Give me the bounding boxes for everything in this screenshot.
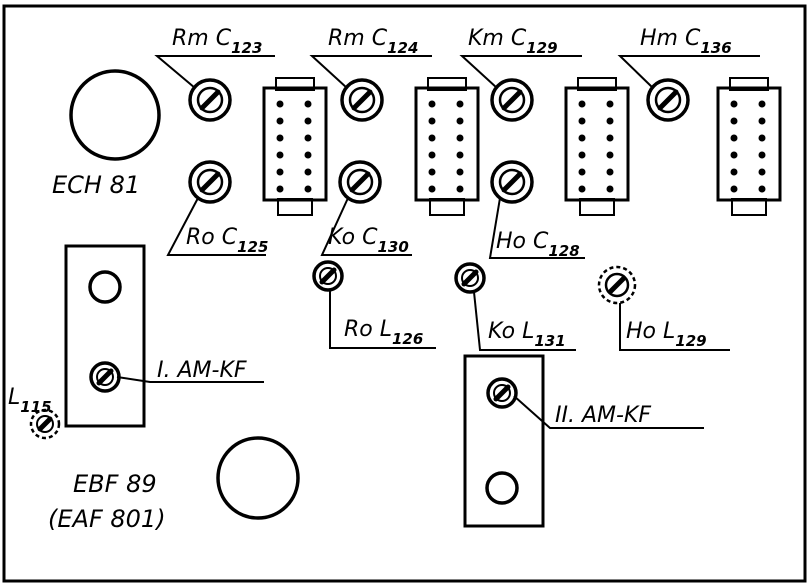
- label-rm-c124: Rm C124: [328, 26, 418, 57]
- label-hm-c136: Hm C136: [640, 26, 732, 57]
- label-ro-l126: Ro L126: [344, 317, 423, 348]
- trimmer-hm-c136: [646, 78, 690, 122]
- coil-connector-2: [414, 77, 480, 216]
- eaf801-label: (EAF 801): [48, 505, 166, 533]
- label-ho-c128: Ho C128: [496, 229, 580, 260]
- trimmer-rm-c123: [188, 78, 232, 122]
- leader-ko-c130: [320, 197, 412, 256]
- trimmer-ro-c125: [188, 160, 232, 204]
- leader-ro-c125: [166, 197, 266, 256]
- leader-ro-l126: [329, 290, 436, 349]
- label-rm-c123: Rm C123: [172, 26, 262, 57]
- label-ro-c125: Ro C125: [186, 225, 268, 256]
- leader-km-c129: [459, 55, 582, 89]
- label-km-c129: Km C129: [468, 26, 558, 57]
- label-ho-l129: Ho L129: [626, 319, 707, 350]
- leader-ho-l129: [619, 303, 730, 351]
- coil-ro-l126: [312, 260, 344, 292]
- ech81-tube-circle: [69, 69, 161, 161]
- label-ko-c130: Ko C130: [328, 225, 409, 256]
- trimmer-km-c129: [490, 78, 534, 122]
- label-ko-l131: Ko L131: [488, 319, 566, 350]
- l115-coil-icon: [29, 408, 61, 440]
- leader-ko-l131: [473, 291, 576, 351]
- coil-ko-l131: [454, 262, 486, 294]
- l115-label: L115: [8, 385, 52, 416]
- coil-ho-l129: [597, 265, 637, 305]
- am-kf-2-trimmer: [486, 377, 518, 409]
- am-kf-2-leader: [513, 395, 704, 429]
- am-kf-2-module: [463, 354, 545, 528]
- trimmer-ho-c128: [490, 160, 534, 204]
- chassis-frame: [2, 4, 807, 583]
- am-kf-2-hole: [485, 471, 519, 505]
- ech81-label: ECH 81: [52, 171, 140, 199]
- am-kf-1-hole: [88, 270, 122, 304]
- leader-rm-c123: [154, 55, 275, 89]
- trimmer-rm-c124: [340, 78, 384, 122]
- am-kf-1-trimmer: [89, 361, 121, 393]
- am-kf-1-label: I. AM-KF: [157, 358, 247, 383]
- coil-connector-4: [716, 77, 782, 216]
- ebf89-label: EBF 89: [73, 470, 157, 498]
- am-kf-1-module: [64, 244, 146, 428]
- coil-connector-3: [564, 77, 630, 216]
- leader-rm-c124: [309, 55, 432, 89]
- coil-connector-1: [262, 77, 328, 216]
- am-kf-1-leader: [116, 376, 264, 383]
- ebf89-tube-circle: [216, 436, 300, 520]
- leader-hm-c136: [617, 55, 760, 89]
- trimmer-ko-c130: [338, 160, 382, 204]
- leader-ho-c128: [488, 197, 585, 259]
- am-kf-2-label: II. AM-KF: [555, 403, 651, 428]
